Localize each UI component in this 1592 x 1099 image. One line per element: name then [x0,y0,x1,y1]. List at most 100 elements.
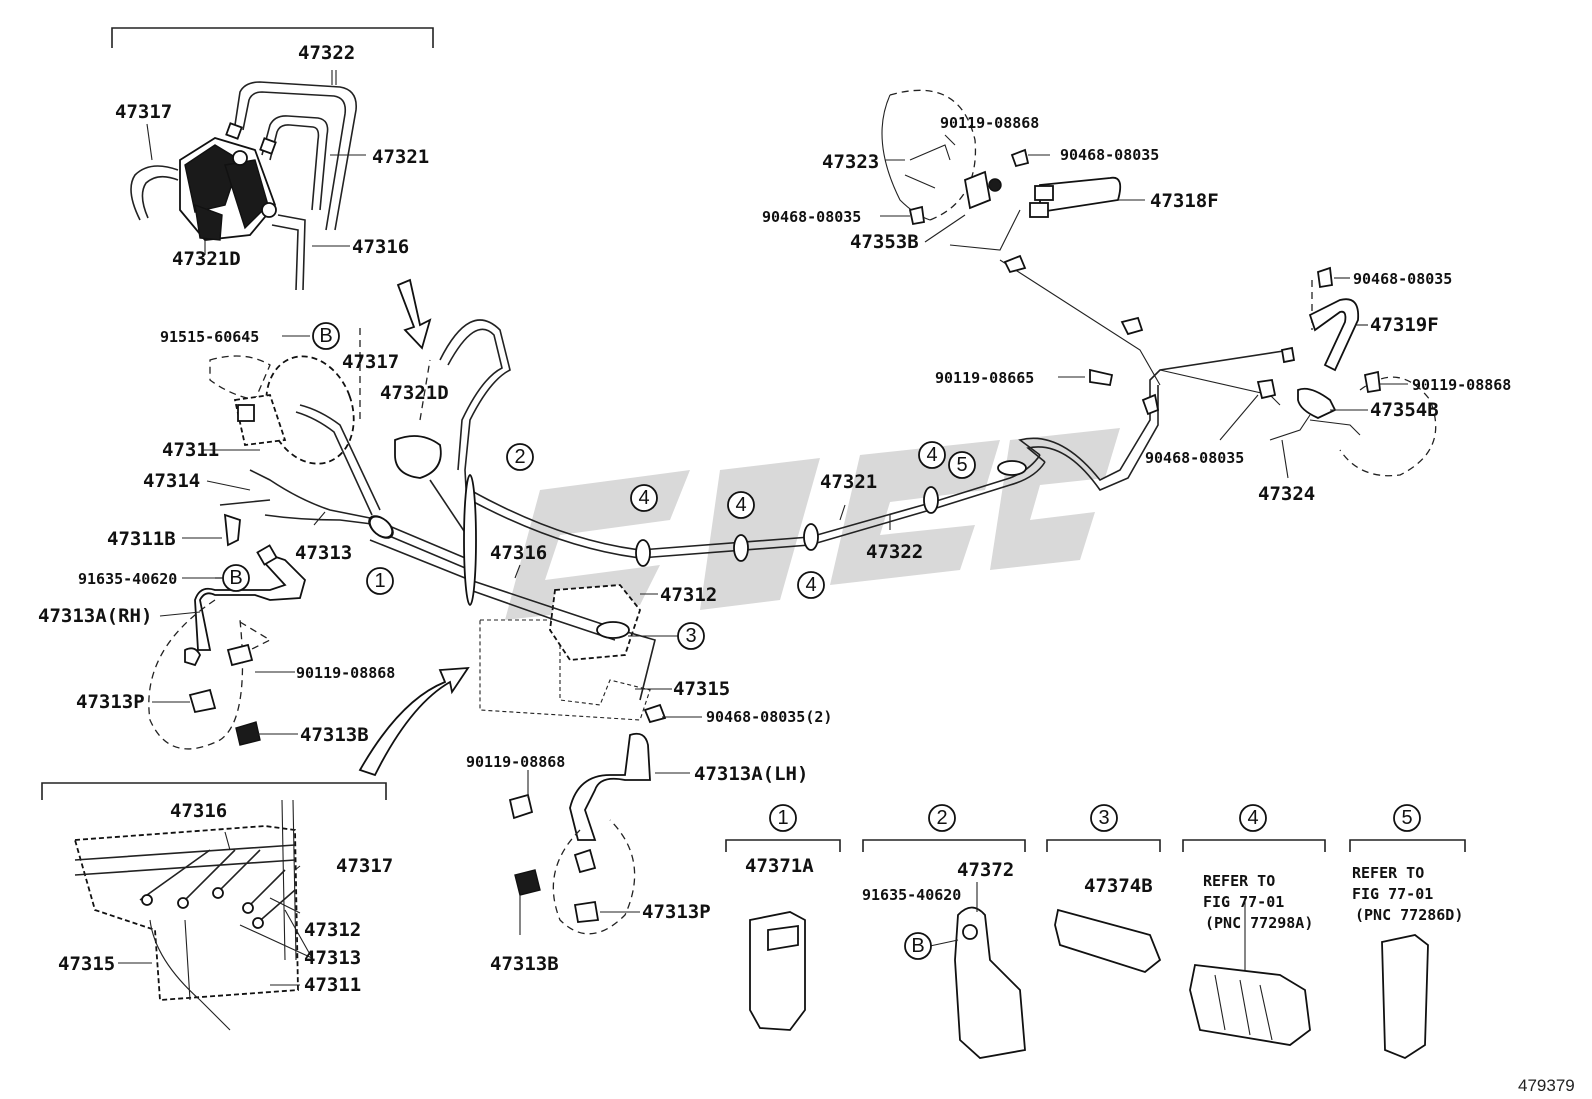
label-47316-top: 47316 [352,236,409,258]
label-47372: 47372 [957,859,1014,881]
label-47319f: 47319F [1370,314,1439,336]
label-47317-top: 47317 [115,101,172,123]
clip-callout-2 [928,804,956,832]
label-47318f: 47318F [1150,190,1219,212]
label-47314: 47314 [143,470,200,492]
label-90119-08868-left: 90119-08868 [296,664,395,682]
label-47317-inset: 47317 [336,855,393,877]
label-90468-08035-topright: 90468-08035 [1060,146,1159,164]
label-47324: 47324 [1258,483,1315,505]
rear-right-area [1256,266,1437,477]
callout-b-1-text: B [319,325,332,347]
callout-4a-text: 4 [638,487,649,509]
main-brake-lines [469,209,1291,559]
label-47371a: 47371A [745,855,814,877]
label-90468-08035-far: 90468-08035 [1353,270,1452,288]
direction-arrow-bottom [358,666,470,777]
label-47313b-left: 47313B [300,724,369,746]
label-90119-08868-topright: 90119-08868 [940,114,1039,132]
lh-caliper-area [508,732,651,935]
label-47354b: 47354B [1370,399,1439,421]
callout-b-3-text: B [911,935,924,957]
clip-2-marker [463,474,477,606]
label-47315-inset: 47315 [58,953,115,975]
label-47353b: 47353B [850,231,919,253]
label-47322-top: 47322 [298,42,355,64]
callout-4b-text: 4 [735,494,746,516]
label-90119-08868-far: 90119-08868 [1412,376,1511,394]
label-47311: 47311 [162,439,219,461]
figure-number: 479379 [1518,1076,1575,1095]
label-47311-inset: 47311 [304,974,361,996]
label-47313-inset: 47313 [304,947,361,969]
label-47323: 47323 [822,151,879,173]
clip-callout-5 [1393,804,1421,832]
callout-circles: B B B 1 2 3 4 4 4 4 5 1 2 3 4 5 [222,322,1421,960]
label-90119-08868-bottom: 90119-08868 [466,753,565,771]
callout-1 [366,567,394,595]
clip-4d-marker [923,486,939,514]
clip-1-marker [368,515,394,539]
callout-4b [727,491,755,519]
direction-arrow-top [396,278,432,350]
clip-callout-1 [769,804,797,832]
label-91515-60645: 91515-60645 [160,328,259,346]
callout-b-1 [312,322,340,350]
top-left-assembly [111,27,434,291]
refer-4-line-1: REFER TO [1203,872,1275,890]
callout-3-text: 3 [685,625,696,647]
callout-2-text: 2 [514,446,525,468]
label-47316-mid: 47316 [490,542,547,564]
label-47322-right: 47322 [866,541,923,563]
rh-caliper-area [148,513,307,750]
label-47313p-left: 47313P [76,691,145,713]
clip-4c-marker [803,523,819,551]
label-90468-08035-2: 90468-08035(2) [706,708,832,726]
label-47321d-top: 47321D [172,248,241,270]
label-47374b: 47374B [1084,875,1153,897]
refer-4-line-3: (PNC 77298A) [1205,914,1313,932]
label-90468-08035-topleft: 90468-08035 [762,208,861,226]
actuator-inset [41,782,387,1031]
clip-callout-4 [1239,804,1267,832]
clip-callout-2-text: 2 [936,807,947,829]
clip-callout-3-text: 3 [1098,807,1109,829]
callout-4d-text: 4 [926,444,937,466]
clip-details [725,839,1466,1060]
clip-4b-marker [733,534,749,562]
label-47315-mid: 47315 [673,678,730,700]
refer-5-line-2: FIG 77-01 [1352,885,1433,903]
label-47313a-rh: 47313A(RH) [38,605,152,627]
callout-5-text: 5 [956,454,967,476]
label-47317-mid: 47317 [342,351,399,373]
callout-b-2-text: B [229,567,242,589]
callout-1-text: 1 [374,570,385,592]
label-47312-inset: 47312 [304,919,361,941]
label-90119-08665: 90119-08665 [935,369,1034,387]
leader-lines [118,134,1408,986]
callout-4c-text: 4 [805,574,816,596]
label-90468-08035-lower: 90468-08035 [1145,449,1244,467]
callout-4c [797,571,825,599]
abs-actuator [469,579,667,724]
label-47311b: 47311B [107,528,176,550]
clip-4a-marker [635,539,651,567]
refer-5-line-1: REFER TO [1352,864,1424,882]
label-47313b-bottom: 47313B [490,953,559,975]
clip-callout-3 [1090,804,1118,832]
label-91635-40620-clip: 91635-40620 [862,886,961,904]
callout-3 [677,622,705,650]
label-47321d-mid: 47321D [380,382,449,404]
label-47313: 47313 [295,542,352,564]
callout-b-2 [222,564,250,592]
callout-2 [506,443,534,471]
callout-4d [918,441,946,469]
refer-5-line-3: (PNC 77286D) [1355,906,1463,924]
callout-b-3 [904,932,932,960]
clip-callout-4-text: 4 [1247,807,1258,829]
refer-4-line-2: FIG 77-01 [1203,893,1284,911]
label-47313p-bottom: 47313P [642,901,711,923]
clip-callout-1-text: 1 [777,807,788,829]
clip-5-marker [997,460,1027,476]
